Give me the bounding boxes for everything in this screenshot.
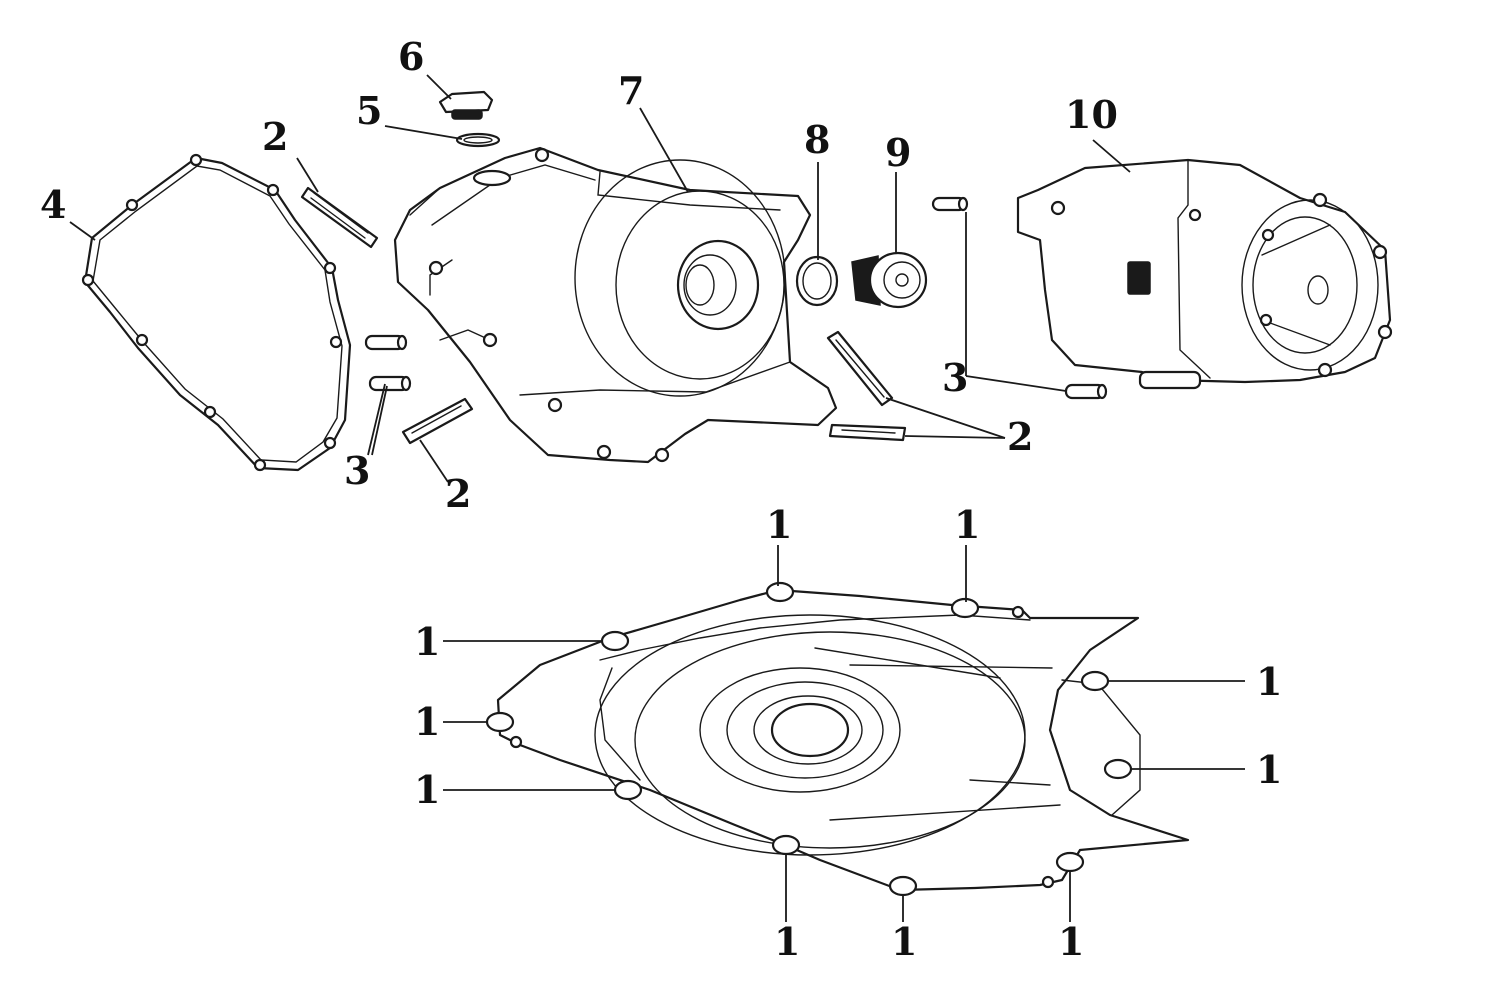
oil-plug-part-6 [438,90,494,120]
callout-2-right: 2 [1007,414,1033,459]
callout-1-left-middle: 1 [414,699,440,744]
callout-9: 9 [885,130,911,175]
strip-part-2-lower-left [401,397,474,445]
callout-1-bottom-middle: 1 [891,919,917,964]
callout-3-left: 3 [344,448,370,493]
dowel-pin-part-3-a [364,334,408,351]
callout-labels: 2 4 5 6 7 8 9 10 3 3 2 2 1 1 1 1 1 1 1 1… [40,34,1282,964]
dowel-pin-part-3-c [931,196,969,212]
assembled-cover-view [485,581,1190,897]
callout-1-left-lower: 1 [414,767,440,812]
callout-1-bottom-left: 1 [774,919,800,964]
seal-ring-part-8 [795,255,839,307]
cap-plug-part-9 [851,251,928,309]
callout-2-upper-left: 2 [262,114,288,159]
crankcase-cover-part-7 [393,146,838,464]
callout-1-bottom-right: 1 [1058,919,1084,964]
callout-4: 4 [40,182,66,227]
strip-part-2-upper-left [300,186,379,249]
callout-3-right: 3 [942,355,968,400]
strip-part-2-right-upper [826,330,894,407]
dowel-pin-part-3-d [1064,383,1108,400]
o-ring-part-5 [455,132,501,148]
gasket-part-4 [81,153,352,472]
leader-lines [69,74,1245,922]
callout-1-right-upper: 1 [1256,659,1282,704]
callout-10: 10 [1065,92,1118,137]
callout-5: 5 [356,88,382,133]
callout-1-right-lower: 1 [1256,747,1282,792]
callout-1-top-left: 1 [766,502,792,547]
strip-part-2-right-lower [828,423,907,442]
callout-1-top-right: 1 [954,502,980,547]
outer-cover-part-10 [1016,158,1393,390]
callout-6: 6 [398,34,424,79]
callout-2-lower-left: 2 [445,471,471,516]
callout-7: 7 [618,68,644,113]
dowel-pin-part-3-b [368,375,412,392]
callout-8: 8 [804,117,830,162]
callout-1-left-upper: 1 [414,619,440,664]
